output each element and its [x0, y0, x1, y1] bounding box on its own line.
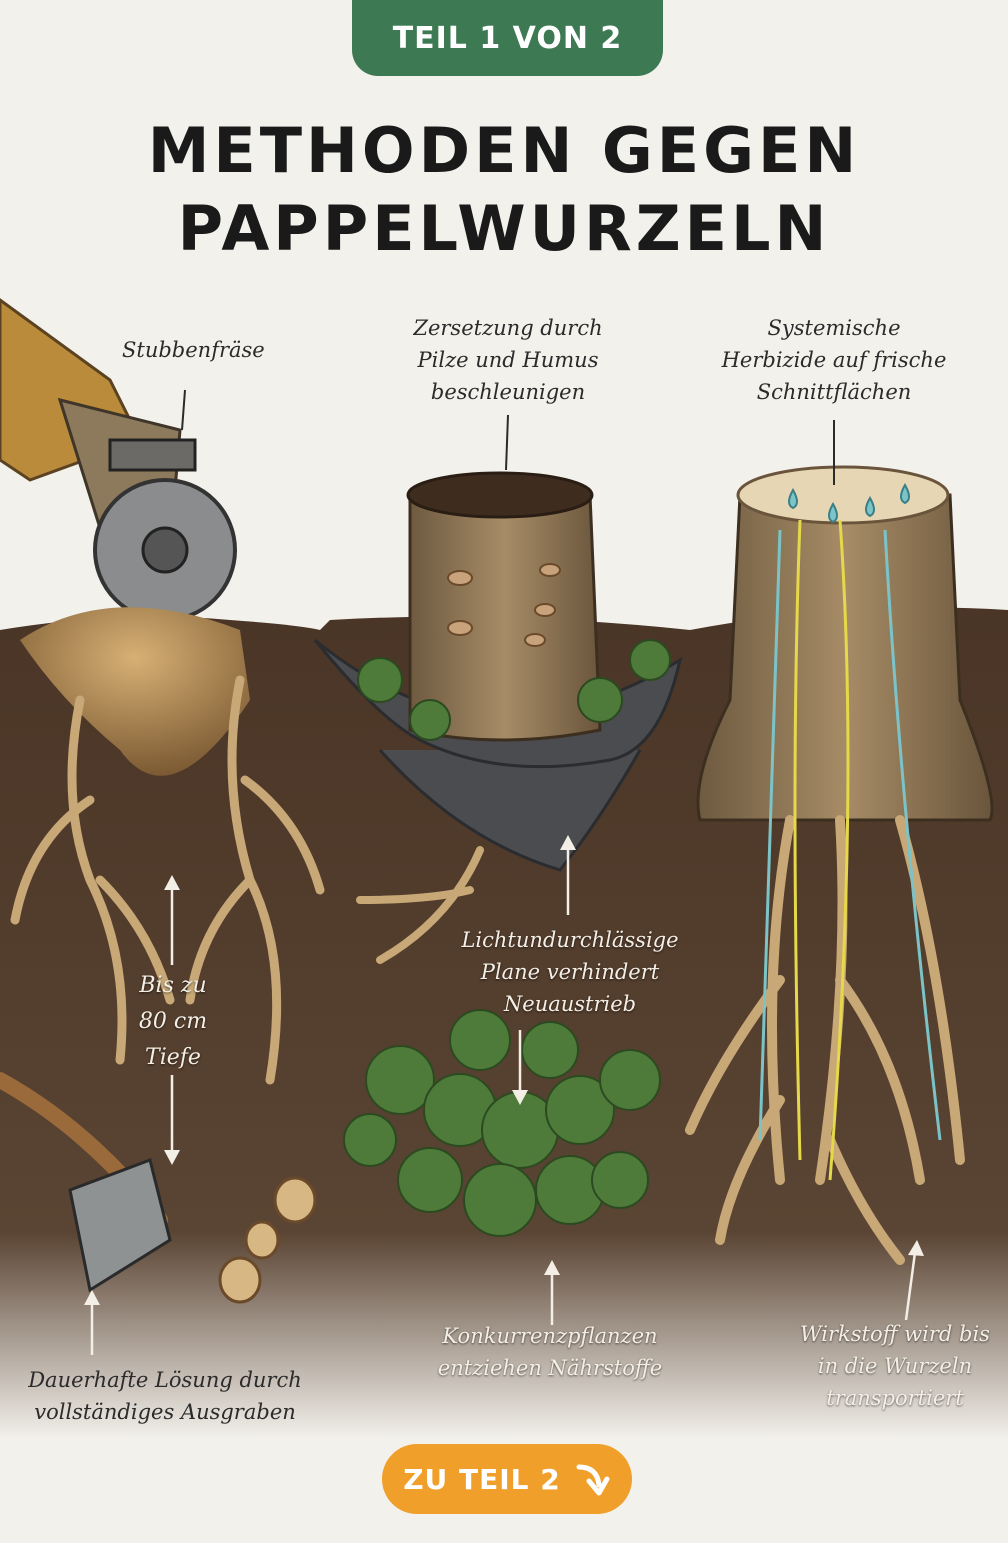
mushrooms	[447, 563, 561, 647]
page-title: METHODEN GEGEN PAPPELWURZELN	[0, 112, 1008, 268]
next-part-button[interactable]: ZU TEIL 2	[382, 1444, 632, 1514]
label-zersetzung: Zersetzung durch Pilze und Humus beschle…	[413, 316, 603, 404]
arrow-down-right-icon	[576, 1464, 610, 1496]
title-line-2: PAPPELWURZELN	[177, 192, 831, 265]
part-badge: TEIL 1 VON 2	[352, 0, 663, 76]
roots-panel-2	[356, 846, 484, 964]
part-badge-text: TEIL 1 VON 2	[392, 20, 623, 56]
label-wirkstoff: Wirkstoff wird bis in die Wurzeln transp…	[800, 1322, 990, 1410]
next-part-label: ZU TEIL 2	[403, 1462, 561, 1496]
stump-grinder	[0, 298, 237, 622]
label-konkurrenz: Konkurrenzpflanzen entziehen Nährstoffe	[437, 1324, 663, 1380]
label-tiefe: Bis zu 80 cm Tiefe	[138, 973, 208, 1070]
herbicide-drops	[788, 482, 910, 524]
label-stubbenfraese: Stubbenfräse	[122, 338, 265, 362]
pointer-arrowheads	[84, 835, 924, 1305]
illustration	[0, 298, 1008, 1440]
axe-and-roots	[0, 1072, 317, 1304]
herbicide-stump	[696, 493, 994, 822]
herbicide-flow-lines	[793, 519, 850, 1181]
label-herbizide: Systemische Herbizide auf frische Schnit…	[721, 316, 947, 404]
title-line-1: METHODEN GEGEN	[147, 114, 861, 187]
label-plane: Lichtundurchlässige Plane verhindert Neu…	[461, 928, 679, 1016]
roots-panel-1	[10, 675, 325, 1085]
pointer-arrows-light	[90, 840, 918, 1355]
wood-chips	[20, 607, 250, 776]
pointer-lines	[181, 389, 835, 485]
herbicide-flow-lines-blue	[758, 529, 942, 1141]
ivy-ground-cover	[343, 639, 671, 1237]
label-ausgraben: Dauerhafte Lösung durch vollständiges Au…	[28, 1368, 302, 1424]
